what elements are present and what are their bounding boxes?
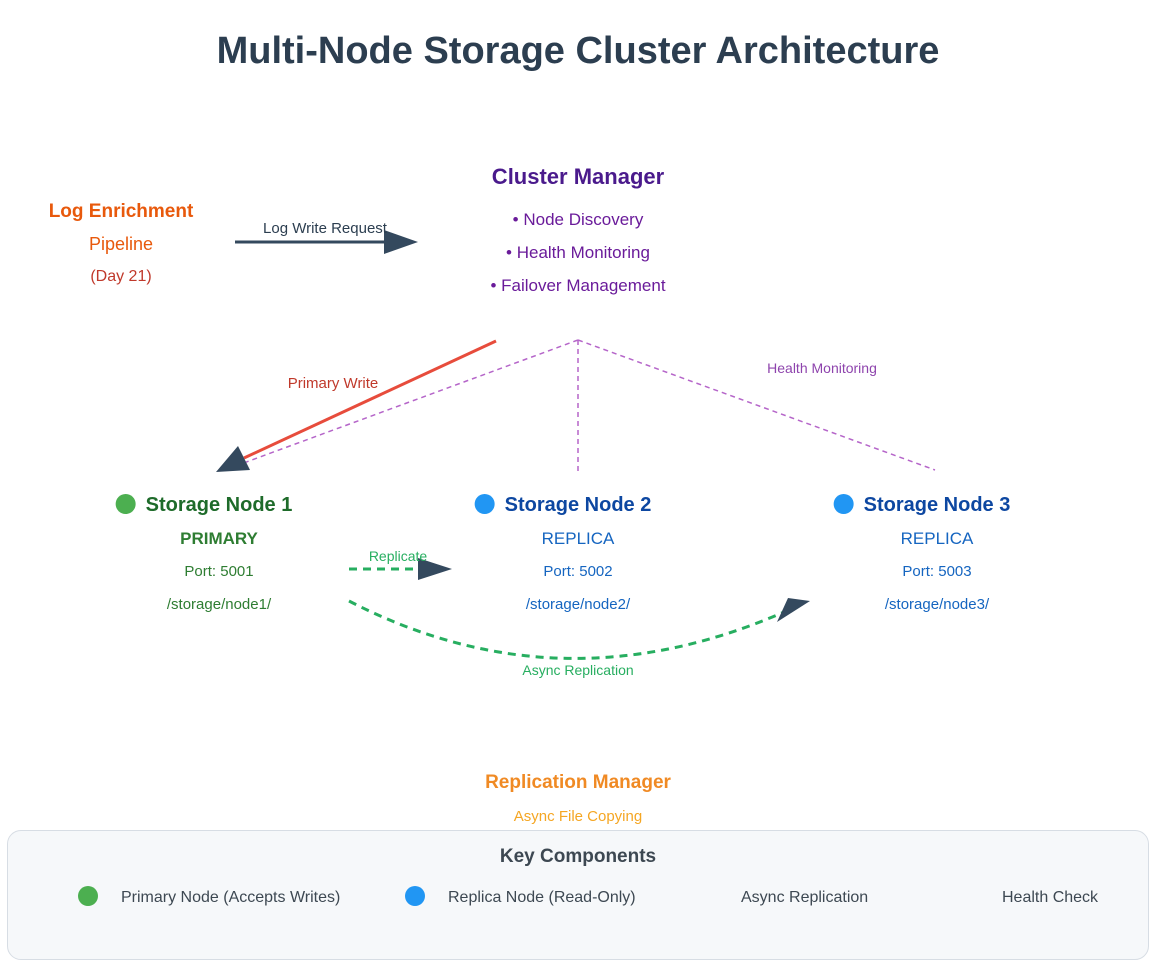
storage-node-3-path: /storage/node3/: [884, 596, 990, 613]
legend: [7, 830, 1149, 960]
legend-green-dot-icon: [78, 886, 98, 906]
health-line-node3: [577, 339, 936, 471]
log-enrichment-subtitle: Pipeline: [88, 234, 154, 254]
log-enrichment-note: (Day 21): [90, 268, 152, 285]
health-line-node1: [229, 339, 579, 469]
legend-item-primary: Primary Node (Accepts Writes): [121, 889, 341, 906]
replicate-arrow: [349, 558, 452, 580]
storage-node-3-port: Port: 5003: [902, 563, 972, 580]
status-dot-icon: [474, 494, 495, 514]
storage-node-2-name: Storage Node 2: [504, 494, 652, 516]
log-write-request-label: Log Write Request: [263, 220, 387, 237]
health-monitoring-label: Health Monitoring: [767, 360, 877, 376]
storage-node-3-name: Storage Node 3: [863, 494, 1011, 516]
storage-node-1-name: Storage Node 1: [145, 494, 293, 516]
page-title: Multi-Node Storage Cluster Architecture: [216, 30, 940, 72]
cluster-manager-item: • Failover Management: [490, 276, 666, 295]
health-check-lines: [229, 339, 936, 472]
replication-manager-subtitle: Async File Copying: [513, 808, 643, 825]
async-replication-arrow: [348, 598, 810, 660]
storage-node-2-path: /storage/node2/: [525, 596, 631, 613]
legend-item-replica: Replica Node (Read-Only): [448, 889, 636, 906]
storage-node-3-title: Storage Node 3: [833, 494, 1011, 516]
status-dot-icon: [833, 494, 854, 514]
storage-node-2-title: Storage Node 2: [474, 494, 652, 516]
legend-item-async: Async Replication: [741, 889, 869, 906]
legend-item-health: Health Check: [1002, 889, 1099, 906]
storage-node-2-port: Port: 5002: [543, 563, 613, 580]
replication-manager-title: Replication Manager: [485, 772, 671, 793]
legend-blue-dot-icon: [405, 886, 425, 906]
log-enrichment-title: Log Enrichment: [48, 201, 194, 222]
cluster-manager-item: • Node Discovery: [512, 210, 644, 229]
storage-node-2-role: REPLICA: [541, 529, 615, 548]
storage-node-1-port: Port: 5001: [184, 563, 254, 580]
async-replication-label: Async Replication: [522, 662, 634, 678]
cluster-manager-item: • Health Monitoring: [506, 243, 650, 262]
primary-write-arrow: [216, 339, 497, 472]
cluster-manager-title: Cluster Manager: [491, 164, 665, 189]
log-write-arrow: [235, 230, 418, 254]
storage-node-1-role: PRIMARY: [180, 529, 258, 548]
storage-node-1-title: Storage Node 1: [115, 494, 293, 516]
status-dot-icon: [115, 494, 136, 514]
replicate-label: Replicate: [368, 548, 428, 564]
storage-node-1-path: /storage/node1/: [166, 596, 272, 613]
storage-node-3-role: REPLICA: [900, 529, 974, 548]
legend-title: Key Components: [499, 846, 657, 867]
primary-write-label: Primary Write: [287, 375, 379, 392]
